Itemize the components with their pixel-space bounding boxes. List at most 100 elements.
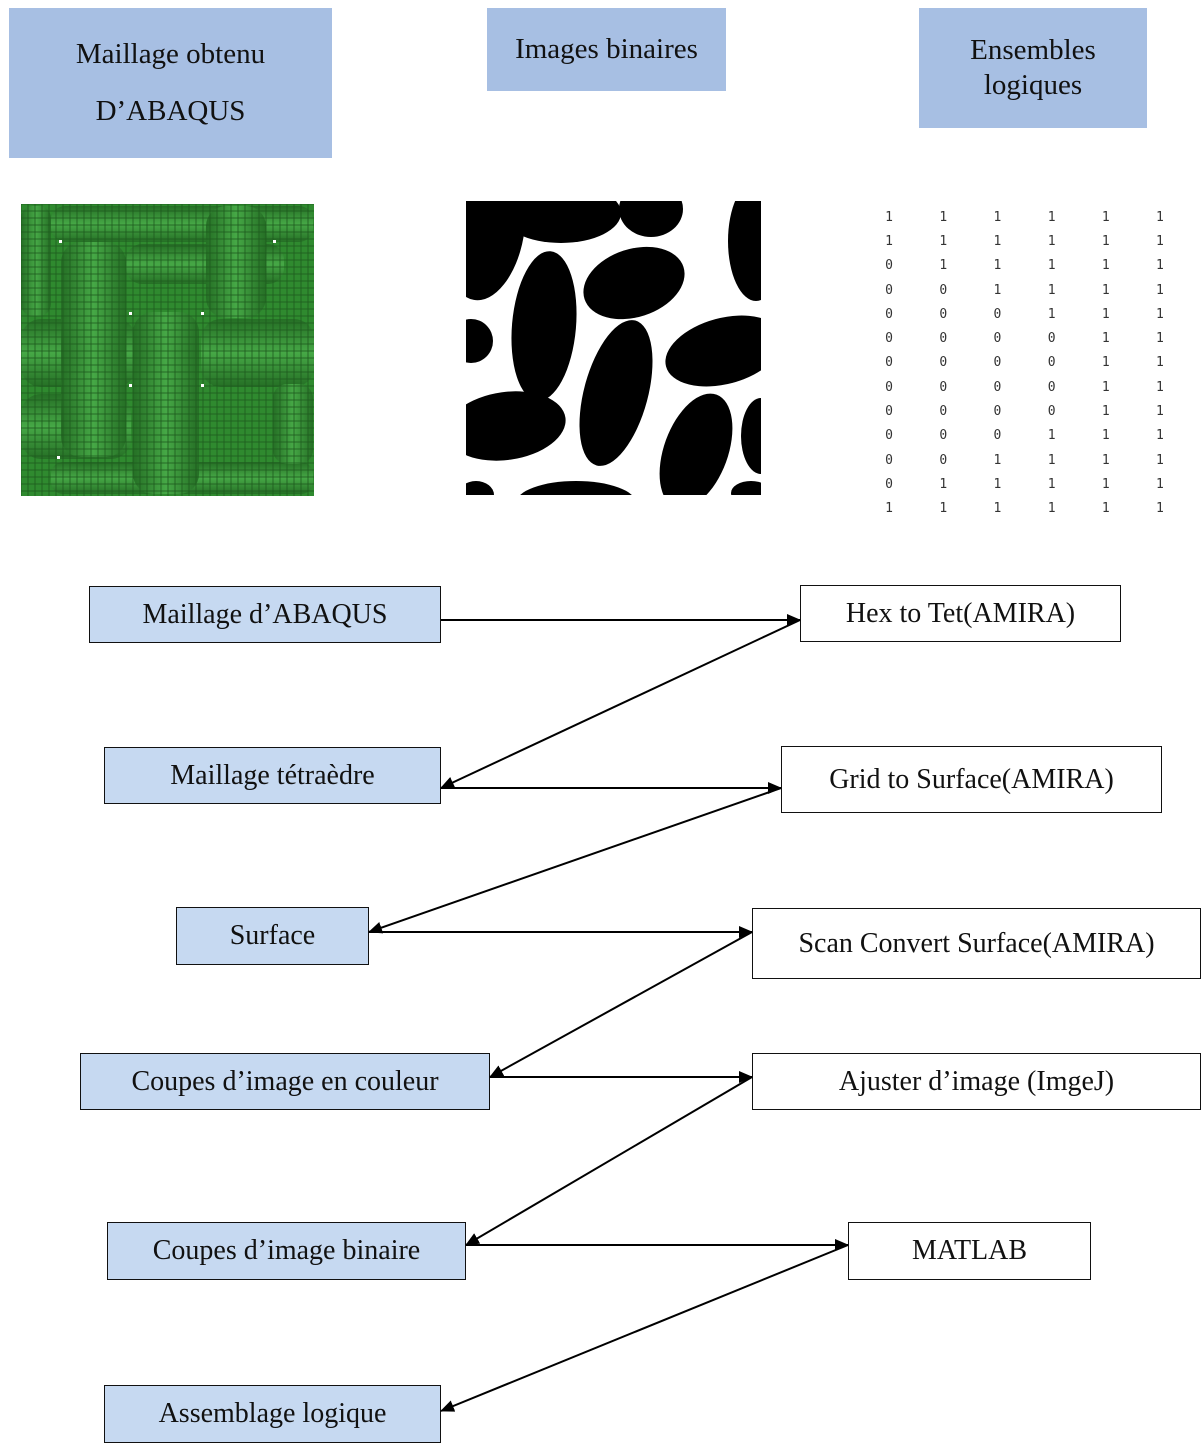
logic-matrix-cell: 1 — [1101, 452, 1110, 468]
arrow-matlab-to-assembly — [440, 1244, 849, 1412]
logic-matrix-cell: 0 — [993, 379, 1002, 395]
step-surface: Surface — [176, 907, 369, 965]
logic-matrix-cell: 1 — [1156, 233, 1164, 249]
logic-matrix-cell: 1 — [1101, 476, 1110, 492]
logic-matrix-cell: 0 — [939, 452, 948, 468]
logic-matrix-cell: 1 — [1101, 428, 1110, 444]
logic-matrix-cell: 1 — [939, 258, 948, 274]
header-logic: Ensembles logiques — [919, 8, 1147, 128]
logic-matrix-cell: 1 — [1047, 233, 1056, 249]
logic-matrix-cell: 1 — [1047, 306, 1056, 322]
logic-matrix-cell: 0 — [885, 355, 893, 371]
logic-matrix-cell: 0 — [885, 306, 893, 322]
logic-matrix-cell: 0 — [993, 331, 1002, 347]
logic-matrix-cell: 1 — [1156, 476, 1164, 492]
logic-matrix-cell: 1 — [1101, 306, 1110, 322]
header-mesh-line1: Maillage obtenu — [75, 38, 266, 71]
logic-matrix-row: 0 0 0 1 1 1 — [862, 302, 1187, 326]
logic-matrix-cell: 1 — [1156, 258, 1164, 274]
logic-matrix-cell: 1 — [1101, 501, 1110, 517]
logic-matrix-cell: 1 — [1101, 233, 1110, 249]
logic-matrix-cell: 1 — [1156, 209, 1164, 225]
tool-hex-to-tet: Hex to Tet(AMIRA) — [800, 585, 1121, 642]
logic-matrix-cell: 0 — [939, 428, 948, 444]
logic-matrix-cell: 1 — [1101, 258, 1110, 274]
logic-matrix-cell: 0 — [993, 404, 1002, 420]
logic-matrix-cell: 1 — [1101, 379, 1110, 395]
logic-matrix-cell: 1 — [1101, 404, 1110, 420]
logic-matrix-cell: 1 — [939, 233, 948, 249]
tool-matlab: MATLAB — [848, 1222, 1091, 1280]
logic-matrix-cell: 1 — [1156, 306, 1164, 322]
logic-matrix-cell: 0 — [885, 452, 893, 468]
logic-matrix-cell: 0 — [1047, 379, 1056, 395]
logic-matrix-cell: 0 — [939, 404, 948, 420]
step-abaqus-mesh: Maillage d’ABAQUS — [89, 586, 441, 643]
logic-matrix-cell: 0 — [885, 258, 893, 274]
logic-matrix-cell: 1 — [939, 501, 948, 517]
logic-matrix-cell: 1 — [1047, 476, 1056, 492]
logic-matrix-cell: 1 — [1101, 331, 1110, 347]
binary-image — [466, 201, 761, 495]
arrow-adjust-to-binary — [465, 1076, 753, 1246]
logic-matrix-cell: 0 — [885, 428, 893, 444]
logic-matrix-cell: 1 — [1156, 379, 1164, 395]
logic-matrix-cell: 1 — [993, 476, 1002, 492]
logic-matrix-cell: 0 — [1047, 331, 1056, 347]
logic-matrix-cell: 1 — [1047, 452, 1056, 468]
logic-matrix-cell: 0 — [993, 306, 1002, 322]
logic-matrix-cell: 1 — [1156, 404, 1164, 420]
logic-matrix-cell: 1 — [1047, 501, 1056, 517]
logic-matrix-cell: 0 — [993, 428, 1002, 444]
header-binary-line1: Images binaires — [515, 33, 698, 66]
logic-matrix-cell: 1 — [1047, 282, 1056, 298]
logic-matrix-cell: 1 — [993, 209, 1002, 225]
logic-matrix-cell: 1 — [885, 233, 893, 249]
tool-scan-convert: Scan Convert Surface(AMIRA) — [752, 908, 1201, 979]
logic-matrix-cell: 1 — [1101, 209, 1110, 225]
logic-matrix-cell: 1 — [1047, 258, 1056, 274]
logic-matrix-cell: 1 — [1156, 428, 1164, 444]
tool-grid-to-surface: Grid to Surface(AMIRA) — [781, 746, 1162, 813]
logic-matrix-cell: 1 — [1047, 209, 1056, 225]
arrow-scan-to-color — [489, 931, 753, 1078]
logic-matrix-cell: 1 — [1156, 355, 1164, 371]
arrow-hextet-to-tetra — [440, 619, 801, 789]
step-tetra-mesh: Maillage tétraèdre — [104, 747, 441, 804]
logic-matrix-cell: 0 — [939, 331, 948, 347]
header-logic-line2: logiques — [983, 69, 1083, 101]
logic-matrix-cell: 0 — [993, 355, 1002, 371]
logic-matrix-cell: 0 — [885, 476, 893, 492]
logic-matrix-cell: 1 — [1101, 355, 1110, 371]
step-color-slices: Coupes d’image en couleur — [80, 1053, 490, 1110]
logic-matrix-cell: 0 — [885, 331, 893, 347]
header-logic-line1: Ensembles — [970, 34, 1096, 67]
header-binary: Images binaires — [487, 8, 726, 91]
logic-matrix-cell: 0 — [885, 404, 893, 420]
logic-matrix-cell: 1 — [993, 501, 1002, 517]
logic-matrix-cell: 0 — [939, 306, 948, 322]
logic-matrix-cell: 1 — [1156, 282, 1164, 298]
logic-matrix-cell: 1 — [1101, 282, 1110, 298]
arrow-grid-to-surface — [368, 787, 782, 934]
logic-matrix-cell: 1 — [993, 282, 1002, 298]
mesh-gap-dots — [57, 240, 276, 459]
logic-matrix-cell: 1 — [1047, 428, 1056, 444]
logic-matrix-cell: 1 — [1156, 501, 1164, 517]
header-mesh-line2: D’ABAQUS — [95, 95, 246, 127]
logic-matrix-cell: 0 — [939, 355, 948, 371]
logic-matrix-cell: 0 — [939, 282, 948, 298]
